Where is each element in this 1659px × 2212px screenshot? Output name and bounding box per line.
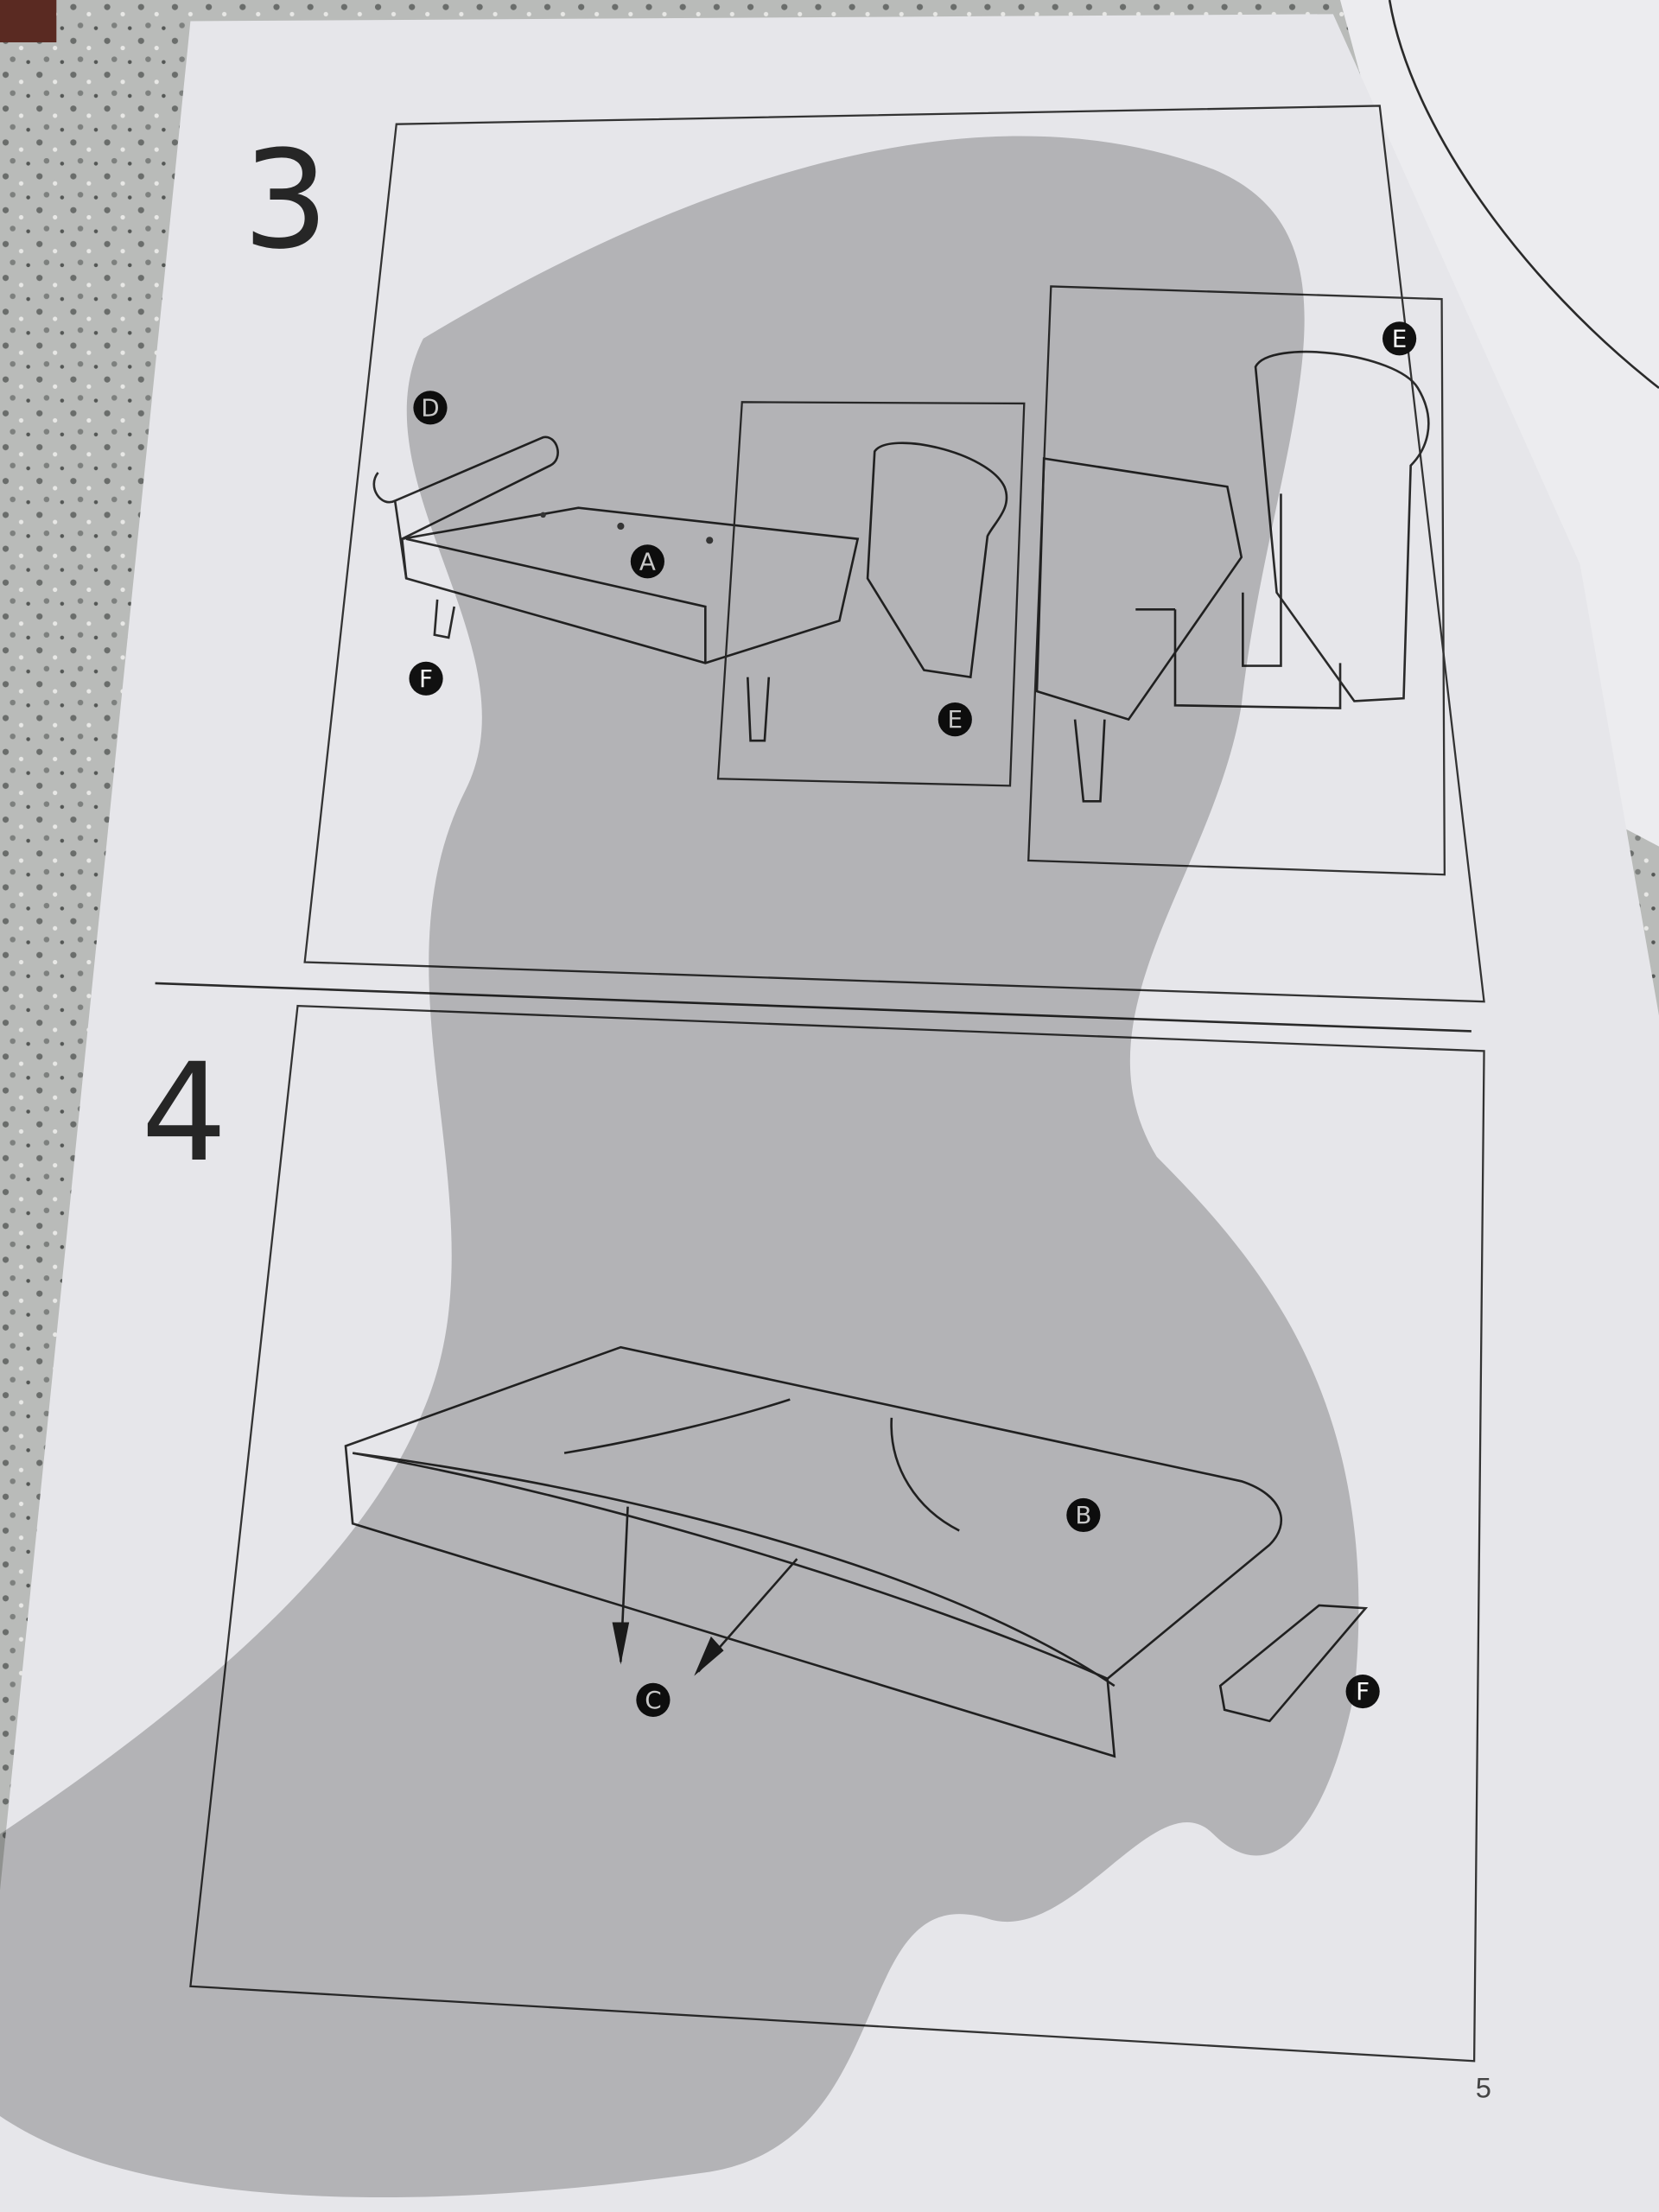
hand-shadow	[0, 136, 1359, 2198]
page-number: 5	[1476, 2072, 1491, 2104]
part-label-f-step4: F	[1356, 1677, 1370, 1706]
detail-frame-2	[1027, 285, 1446, 876]
step-4-frame	[189, 1004, 1485, 2063]
part-label-e: E	[948, 705, 963, 734]
step-number-3: 3	[243, 122, 329, 279]
part-label-e-detail: E	[1392, 324, 1408, 353]
paper-sheet	[0, 14, 1659, 2212]
part-label-a: A	[639, 547, 656, 575]
part-label-c: C	[645, 1686, 661, 1714]
detail-frame-1	[716, 401, 1026, 787]
step-3-frame	[303, 105, 1485, 1003]
object-corner	[0, 0, 57, 42]
cushion-illustration	[344, 1345, 1369, 1758]
step-number-4: 4	[141, 1034, 227, 1192]
step-divider	[155, 982, 1471, 1033]
bench-detail-arrows	[1035, 350, 1430, 803]
armrest-e-1	[866, 442, 1008, 679]
step-4-labels: B C F	[636, 1497, 1380, 1717]
part-label-f: F	[419, 664, 433, 693]
step-3-labels: D A F E E	[409, 321, 1417, 737]
part-label-b: B	[1075, 1501, 1091, 1529]
bench-illustration	[372, 435, 860, 742]
part-label-d: D	[421, 393, 439, 422]
